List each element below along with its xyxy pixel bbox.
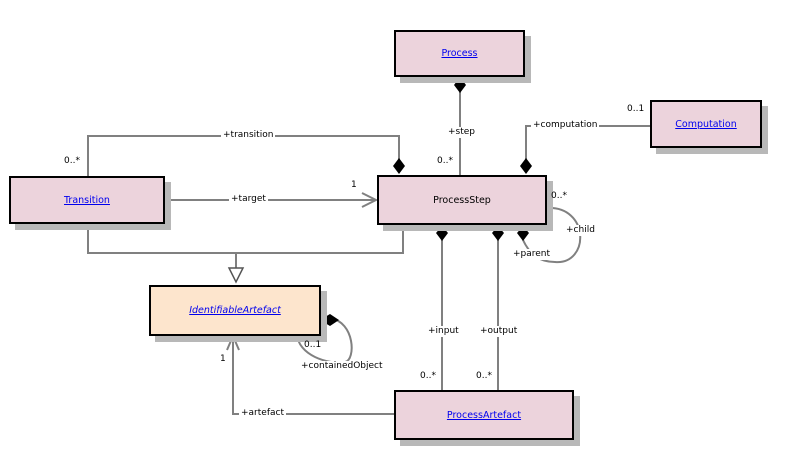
class-name-process-artefact[interactable]: ProcessArtefact xyxy=(446,409,522,421)
class-name-process-step: ProcessStep xyxy=(433,194,491,206)
class-name-process[interactable]: Process xyxy=(441,48,478,59)
class-name-identifiable-artefact[interactable]: IdentifiableArtefact xyxy=(189,305,281,316)
role-computation: +computation xyxy=(531,120,600,131)
composition-diamond-icon xyxy=(393,158,405,174)
mult-input: 0..* xyxy=(420,371,436,381)
mult-computation: 0..1 xyxy=(627,104,645,114)
mult-transition: 0..* xyxy=(64,156,80,166)
composition-diamond-icon xyxy=(436,226,448,241)
composition-diamond-icon xyxy=(454,77,466,93)
role-artefact: +artefact xyxy=(239,408,286,419)
role-child: +child xyxy=(564,225,597,236)
role-transition: +transition xyxy=(221,130,276,141)
role-parent: +parent xyxy=(511,249,553,260)
role-contained-object: +containedObject xyxy=(299,361,385,372)
class-name-computation[interactable]: Computation xyxy=(675,118,737,130)
composition-diamond-icon xyxy=(320,314,339,326)
edge-generalization[interactable] xyxy=(87,224,404,254)
composition-diamond-icon xyxy=(517,226,529,241)
role-target: +target xyxy=(229,194,268,205)
role-step: +step xyxy=(446,127,478,138)
open-arrow-icon xyxy=(226,333,240,351)
class-process-artefact[interactable]: ProcessArtefact xyxy=(394,390,574,440)
class-name-transition[interactable]: Transition xyxy=(64,194,110,206)
generalization-triangle-icon xyxy=(227,267,245,284)
role-input: +input xyxy=(426,326,461,337)
class-transition[interactable]: Transition xyxy=(9,176,165,224)
edge-artefact[interactable] xyxy=(232,336,395,415)
open-arrow-icon xyxy=(361,192,379,208)
mult-child: 0..* xyxy=(551,191,567,201)
class-identifiable-artefact[interactable]: IdentifiableArtefact xyxy=(149,285,321,336)
composition-diamond-icon xyxy=(492,226,504,241)
edge-computation[interactable] xyxy=(525,125,650,160)
class-process-step[interactable]: ProcessStep xyxy=(377,175,547,225)
class-computation[interactable]: Computation xyxy=(650,100,762,148)
class-process[interactable]: Process xyxy=(394,30,525,77)
mult-step: 0..* xyxy=(437,156,453,166)
mult-contained-object: 0..1 xyxy=(304,340,322,350)
composition-diamond-icon xyxy=(520,158,532,174)
role-output: +output xyxy=(478,326,520,337)
mult-artefact: 1 xyxy=(220,354,226,364)
mult-output: 0..* xyxy=(476,371,492,381)
edge-transition[interactable] xyxy=(87,135,400,176)
mult-target: 1 xyxy=(351,180,357,190)
